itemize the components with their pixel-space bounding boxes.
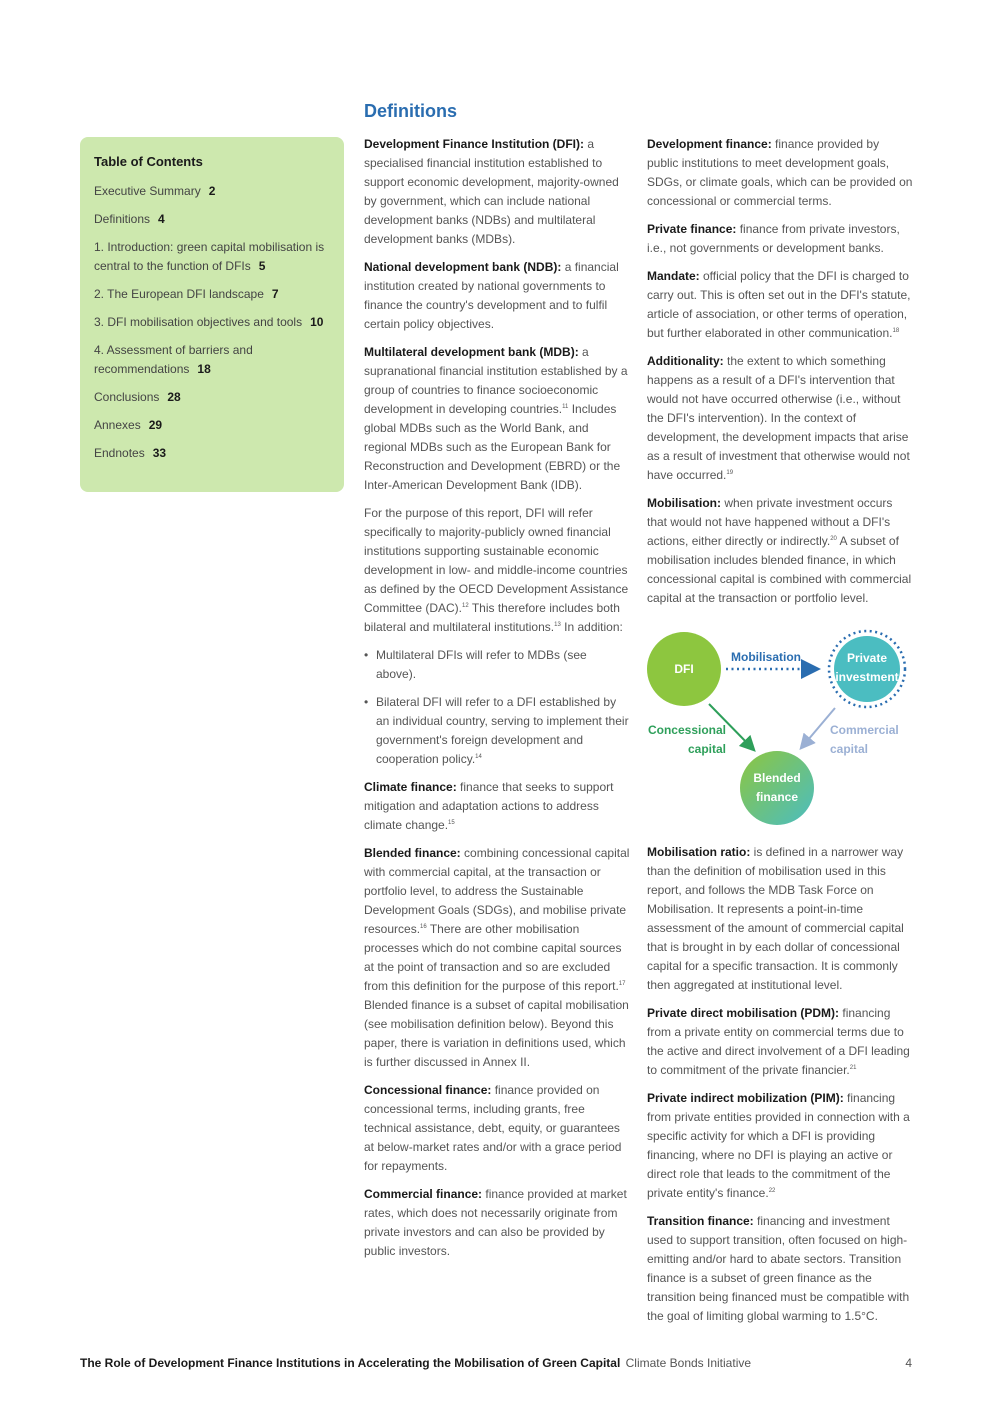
definition-dfi: Development Finance Institution (DFI): a… (364, 137, 619, 246)
definition-commercial-finance: Commercial finance: finance provided at … (364, 1187, 627, 1258)
endnote-ref[interactable]: 21 (849, 1065, 857, 1071)
blended-finance-label: Blended (753, 771, 800, 785)
endnote-ref[interactable]: 15 (448, 820, 455, 826)
endnote-ref[interactable]: 17 (618, 981, 626, 987)
concessional-label: capital (688, 742, 726, 756)
endnote-ref[interactable]: 16 (420, 924, 427, 930)
endnote-ref[interactable]: 20 (830, 536, 837, 542)
blended-finance-label: finance (756, 790, 798, 804)
toc-item-barriers-recommendations[interactable]: 4. Assessment of barriers and recommenda… (94, 343, 253, 376)
definition-additionality: Additionality: the extent to which somet… (647, 354, 910, 482)
concessional-label: Concessional (648, 723, 726, 737)
toc-page-number: 5 (258, 259, 266, 273)
definition-development-finance: Development finance: finance provided by… (647, 137, 913, 208)
private-investment-label: investment (835, 670, 898, 684)
endnote-ref[interactable]: 13 (554, 622, 561, 628)
private-investment-node (834, 636, 900, 702)
dfi-types-list: Multilateral DFIs will refer to MDBs (se… (364, 646, 630, 769)
definitions-column-left: Development Finance Institution (DFI): a… (364, 135, 630, 1270)
endnote-ref[interactable]: 22 (768, 1188, 776, 1194)
definition-climate-finance: Climate finance: finance that seeks to s… (364, 780, 614, 832)
definitions-column-right-top: Development finance: finance provided by… (647, 135, 913, 617)
toc-page-number: 2 (208, 184, 216, 198)
definition-pdm: Private direct mobilisation (PDM): finan… (647, 1006, 910, 1077)
list-item: Multilateral DFIs will refer to MDBs (se… (364, 646, 630, 684)
definition-pim: Private indirect mobilization (PIM): fin… (647, 1091, 910, 1200)
commercial-arrow (799, 707, 836, 751)
dfi-label: DFI (674, 662, 693, 676)
page-title: Definitions (364, 101, 457, 121)
definition-mobilisation: Mobilisation: when private investment oc… (647, 496, 912, 605)
footer-organisation: Climate Bonds Initiative (625, 1356, 752, 1370)
toc-page-number: 28 (167, 390, 181, 404)
endnote-ref[interactable]: 18 (892, 328, 900, 334)
commercial-label: Commercial (830, 723, 899, 737)
toc-item-introduction[interactable]: 1. Introduction: green capital mobilisat… (94, 240, 325, 273)
purpose-paragraph: For the purpose of this report, DFI will… (364, 506, 629, 634)
list-item: Bilateral DFI will refer to a DFI establ… (364, 693, 630, 769)
toc-page-number: 29 (148, 418, 163, 432)
definition-mdb: Multilateral development bank (MDB): a s… (364, 345, 628, 492)
private-investment-label: Private (847, 651, 887, 665)
toc-page-number: 18 (197, 362, 211, 376)
toc-item-mobilisation-objectives[interactable]: 3. DFI mobilisation objectives and tools… (94, 315, 324, 329)
private-investment-ring (827, 629, 907, 709)
definition-ndb: National development bank (NDB): a finan… (364, 260, 619, 331)
definition-mandate: Mandate: official policy that the DFI is… (647, 269, 911, 340)
toc-title: Table of Contents (94, 154, 203, 169)
commercial-label: capital (830, 742, 868, 756)
concessional-arrow (708, 703, 756, 752)
endnote-ref[interactable]: 19 (726, 470, 734, 476)
toc-page-number: 33 (152, 446, 167, 460)
toc-page-number: 7 (271, 287, 279, 301)
definitions-column-right-bottom: Mobilisation ratio: is defined in a narr… (647, 843, 913, 1335)
definition-private-finance: Private finance: finance from private in… (647, 222, 900, 255)
mobilisation-label: Mobilisation (731, 650, 801, 664)
page-number: 4 (905, 1356, 912, 1370)
toc-page-number: 10 (310, 315, 324, 329)
definition-concessional-finance: Concessional finance: finance provided o… (364, 1083, 622, 1173)
toc-page-number: 4 (158, 212, 165, 226)
definition-mobilisation-ratio: Mobilisation ratio: is defined in a narr… (647, 845, 904, 992)
footer-report-title: The Role of Development Finance Institut… (80, 1356, 621, 1370)
dfi-node (647, 632, 721, 706)
page-footer: The Role of Development Finance Institut… (80, 1356, 912, 1370)
definition-blended-finance: Blended finance: combining concessional … (364, 846, 630, 1069)
definition-transition-finance: Transition finance: financing and invest… (647, 1214, 910, 1323)
endnote-ref[interactable]: 12 (462, 603, 469, 609)
mobilisation-diagram: DFI Private investment Mobilisation Conc… (647, 629, 907, 825)
blended-finance-node (740, 751, 814, 825)
endnote-ref[interactable]: 14 (475, 754, 482, 760)
endnote-ref[interactable]: 11 (562, 404, 569, 410)
